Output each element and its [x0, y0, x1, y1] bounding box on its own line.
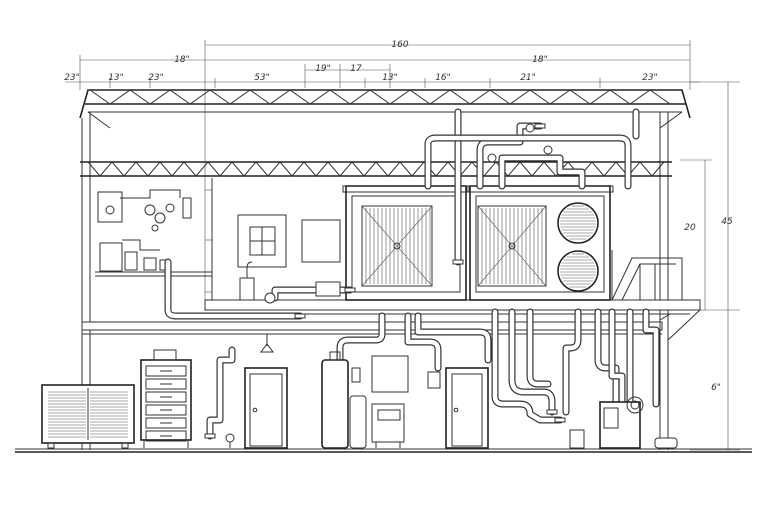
dimension-labels: 160 18" 18" 19" 17 23" 13" 23" 53" 13" 1…: [64, 40, 733, 393]
dim-row-5: 13": [382, 73, 398, 83]
pump: [315, 281, 341, 297]
dim-row-3: 23": [148, 73, 164, 83]
mechanical-floor: [81, 299, 702, 341]
floor-truss: [80, 161, 672, 177]
expansion-tank: [239, 261, 255, 301]
dim-top-left: 18": [174, 55, 190, 65]
dim-row-2: 13": [108, 73, 124, 83]
storage-cabinet: [140, 349, 192, 448]
window-right: [301, 219, 341, 263]
water-heater: [321, 351, 361, 449]
window-left: [237, 214, 287, 268]
condenser-unit: [41, 384, 135, 449]
dim-row-8: 23": [642, 73, 658, 83]
dim-right-upper: 20: [684, 223, 696, 233]
control-room: [89, 178, 213, 300]
pipe-network: [164, 108, 660, 440]
drain-valve: [225, 433, 235, 448]
wall-panel: [371, 355, 409, 393]
dimension-lines: [65, 40, 740, 451]
boiler: [569, 396, 678, 449]
dim-top-total: 160: [391, 40, 408, 50]
upper-windows: [237, 214, 341, 268]
ground-floor: [15, 448, 752, 453]
electric-box: [427, 371, 441, 389]
dim-right-total: 45: [721, 217, 733, 227]
dim-row-1: 23": [64, 73, 80, 83]
dim-mid-b: 17: [350, 64, 362, 74]
pressure-tanks: [349, 395, 405, 449]
dim-row-4: 53": [254, 73, 270, 83]
door-right: [445, 367, 489, 449]
dim-top-right: 18": [532, 55, 548, 65]
roof-truss: [79, 89, 691, 450]
dim-row-6: 16": [435, 73, 451, 83]
dim-row-7: 21": [520, 73, 536, 83]
valves: [264, 123, 553, 304]
stair-rail: [611, 250, 683, 301]
air-handler-left: [342, 185, 470, 301]
dim-mid-a: 19": [315, 64, 331, 74]
door-left: [244, 367, 288, 449]
air-handler-right: [466, 185, 614, 301]
pendant-lamp: [260, 334, 274, 353]
dim-right-lower: 6": [711, 383, 721, 393]
